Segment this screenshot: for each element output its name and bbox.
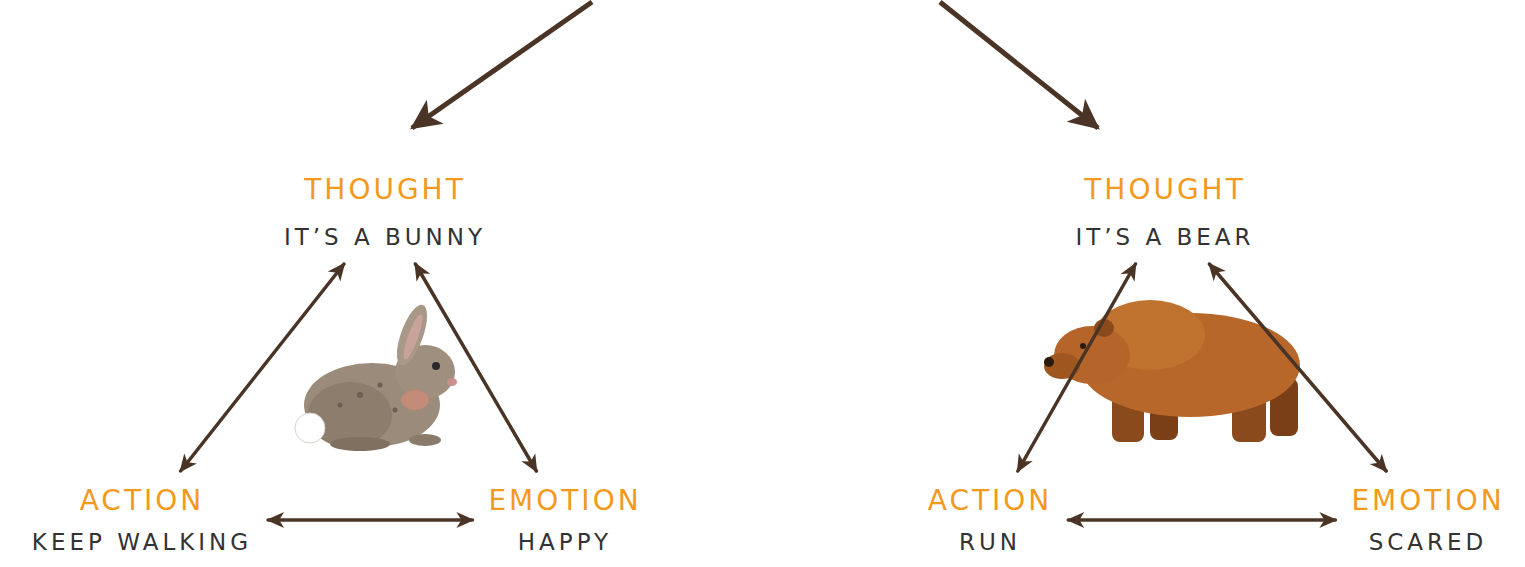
text-node: ACTION RUN xyxy=(922,481,1059,559)
bear-illustration xyxy=(1044,300,1300,442)
category-value: RUN xyxy=(928,527,1053,557)
text-node: ACTION KEEP WALKING xyxy=(26,481,258,559)
relation-arrow xyxy=(181,264,344,471)
category-value: IT’S A BEAR xyxy=(1075,222,1254,252)
category-heading: THOUGHT xyxy=(1075,172,1254,208)
text-node: EMOTION HAPPY xyxy=(482,481,647,559)
category-value: IT’S A BUNNY xyxy=(284,222,486,252)
category-value: HAPPY xyxy=(488,527,641,557)
category-heading: ACTION xyxy=(928,483,1053,519)
category-heading: EMOTION xyxy=(1351,483,1504,519)
category-value: KEEP WALKING xyxy=(32,527,252,557)
relation-arrow xyxy=(1018,264,1136,471)
incoming-arrow xyxy=(412,2,592,128)
relation-arrow xyxy=(268,518,472,522)
text-node: EMOTION SCARED xyxy=(1345,481,1510,559)
text-node: THOUGHT IT’S A BEAR xyxy=(1069,170,1260,254)
category-heading: EMOTION xyxy=(488,483,641,519)
relation-arrow xyxy=(1068,518,1335,522)
bunny-illustration xyxy=(295,301,457,451)
category-value: SCARED xyxy=(1351,527,1504,557)
relation-arrow xyxy=(415,264,536,471)
relation-arrow xyxy=(1209,264,1386,471)
incoming-arrow xyxy=(940,2,1098,128)
category-heading: THOUGHT xyxy=(284,172,486,208)
category-heading: ACTION xyxy=(32,483,252,519)
text-node: THOUGHT IT’S A BUNNY xyxy=(278,170,492,254)
